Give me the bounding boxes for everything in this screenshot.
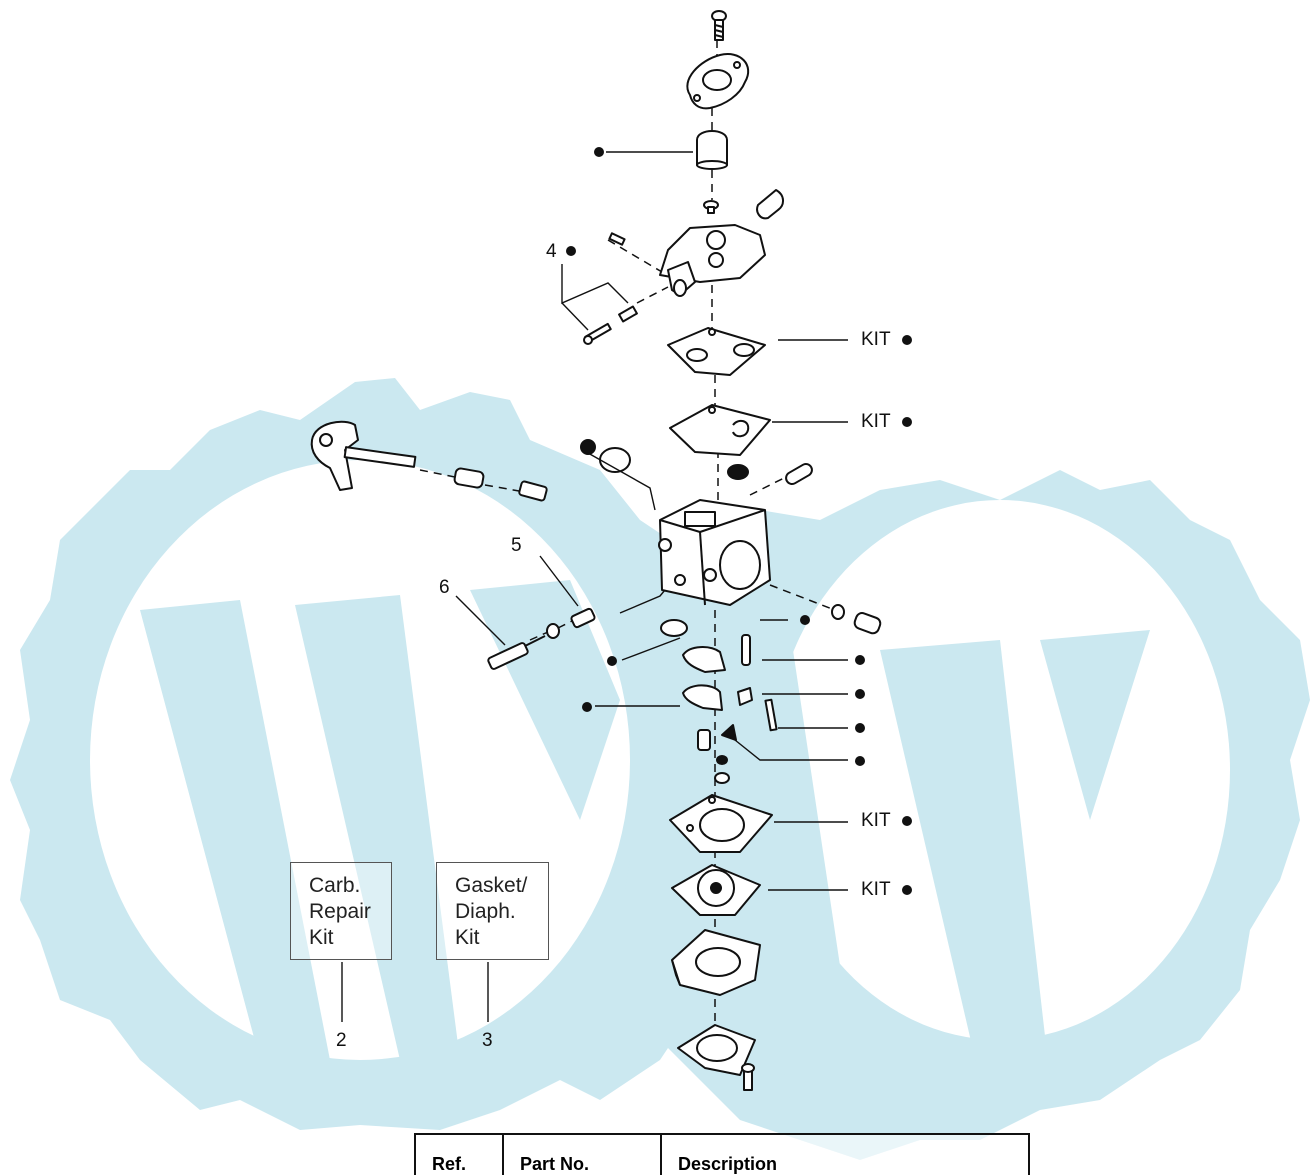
pin (785, 463, 813, 485)
idle-screw (583, 305, 638, 345)
welch-plug (727, 464, 749, 480)
carb-repair-kit-box: Carb. Repair Kit (290, 862, 392, 960)
primer-bulb (696, 130, 728, 170)
needle-pin (764, 698, 778, 732)
check-valve (703, 200, 719, 214)
pump-diaphragm (669, 404, 771, 456)
kit-label: KIT (861, 879, 891, 900)
top-screw (711, 10, 727, 41)
box-line: Kit (309, 926, 334, 949)
seal (716, 755, 728, 765)
table-header-row: Ref. Part No. Description (414, 1133, 1030, 1175)
pump-gasket (667, 327, 766, 376)
kit-label: KIT (861, 810, 891, 831)
column-header-part-no: Part No. (502, 1133, 662, 1175)
disc (660, 619, 688, 637)
elbow-fitting (756, 189, 784, 220)
callout-ref-3: 3 (482, 1030, 493, 1051)
box-line: Gasket/ (455, 874, 528, 897)
watermark-w-letters (140, 580, 1150, 1100)
inlet-needle (721, 724, 737, 741)
bushing (453, 467, 485, 489)
spring (608, 232, 626, 246)
box-line: Diaph. (455, 900, 516, 923)
callout-ref-6: 6 (439, 577, 450, 598)
spring (518, 480, 548, 502)
metering-cover (671, 929, 761, 996)
callout-ref-5: 5 (511, 535, 522, 556)
pump-cover (659, 224, 766, 297)
needle-spring (741, 634, 751, 666)
callout-ref-4: 4 (546, 241, 557, 262)
kit-label: KIT (861, 411, 891, 432)
parts-table: Ref. Part No. Description (414, 1133, 1030, 1175)
box-line: Kit (455, 926, 480, 949)
box-line: Repair (309, 900, 371, 923)
carburetor-body (658, 499, 771, 606)
column-header-ref: Ref. (414, 1133, 504, 1175)
primer-cover-plate (686, 53, 750, 110)
bottom-cover (677, 1024, 756, 1091)
inlet-fitting (831, 604, 882, 635)
screw (697, 729, 711, 751)
metering-lever (682, 646, 726, 673)
metering-gasket (669, 794, 773, 853)
column-header-description: Description (660, 1133, 1030, 1175)
mixture-needle (487, 607, 596, 670)
gasket-diaph-kit-box: Gasket/ Diaph. Kit (436, 862, 549, 960)
metering-lever (682, 684, 723, 711)
fulcrum (737, 687, 753, 706)
box-line: Carb. (309, 874, 361, 897)
throttle-lever (310, 420, 417, 491)
leader-lines (341, 151, 848, 1022)
callout-ref-2: 2 (336, 1030, 347, 1051)
bullet-markers (566, 147, 912, 895)
kit-label: KIT (861, 329, 891, 350)
metering-diaphragm (671, 864, 761, 916)
o-ring (714, 772, 730, 784)
